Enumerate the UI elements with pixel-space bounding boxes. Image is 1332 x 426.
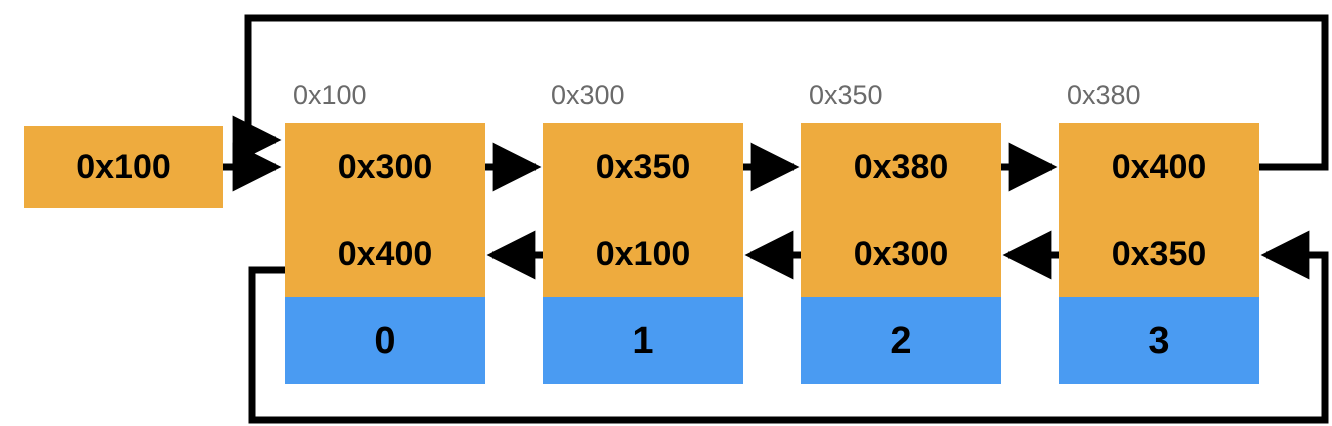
node-next-cell-1: 0x350 (543, 123, 743, 210)
node-next-cell-3: 0x400 (1059, 123, 1259, 210)
node-data-cell-3: 3 (1059, 297, 1259, 384)
node-next-cell-2: 0x380 (801, 123, 1001, 210)
node-next-cell-0: 0x300 (285, 123, 485, 210)
head-pointer-box: 0x100 (24, 126, 223, 208)
node-data-value-2: 2 (890, 319, 912, 362)
node-next-value-3: 0x400 (1111, 147, 1207, 186)
node-address-label-0: 0x100 (293, 80, 367, 110)
node-next-value-1: 0x350 (595, 147, 691, 186)
list-node-3: 0x400 0x350 3 (1059, 123, 1259, 385)
node-prev-value-1: 0x100 (595, 234, 691, 273)
node-prev-cell-0: 0x400 (285, 210, 485, 297)
list-node-2: 0x380 0x300 2 (801, 123, 1001, 385)
head-pointer-label: 0x100 (76, 148, 171, 186)
node-prev-value-2: 0x300 (853, 234, 949, 273)
node-address-label-2: 0x350 (809, 80, 883, 110)
node-data-value-3: 3 (1148, 319, 1170, 362)
node-prev-value-0: 0x400 (337, 234, 433, 273)
node-prev-cell-1: 0x100 (543, 210, 743, 297)
list-node-0: 0x300 0x400 0 (285, 123, 485, 385)
node-prev-value-3: 0x350 (1111, 234, 1207, 273)
list-node-1: 0x350 0x100 1 (543, 123, 743, 385)
node-data-cell-0: 0 (285, 297, 485, 384)
node-address-label-3: 0x380 (1067, 80, 1141, 110)
node-data-value-1: 1 (632, 319, 654, 362)
node-next-value-2: 0x380 (853, 147, 949, 186)
node-data-value-0: 0 (374, 319, 396, 362)
node-data-cell-2: 2 (801, 297, 1001, 384)
node-prev-cell-2: 0x300 (801, 210, 1001, 297)
node-prev-cell-3: 0x350 (1059, 210, 1259, 297)
node-address-label-1: 0x300 (551, 80, 625, 110)
node-next-value-0: 0x300 (337, 147, 433, 186)
node-data-cell-1: 1 (543, 297, 743, 384)
